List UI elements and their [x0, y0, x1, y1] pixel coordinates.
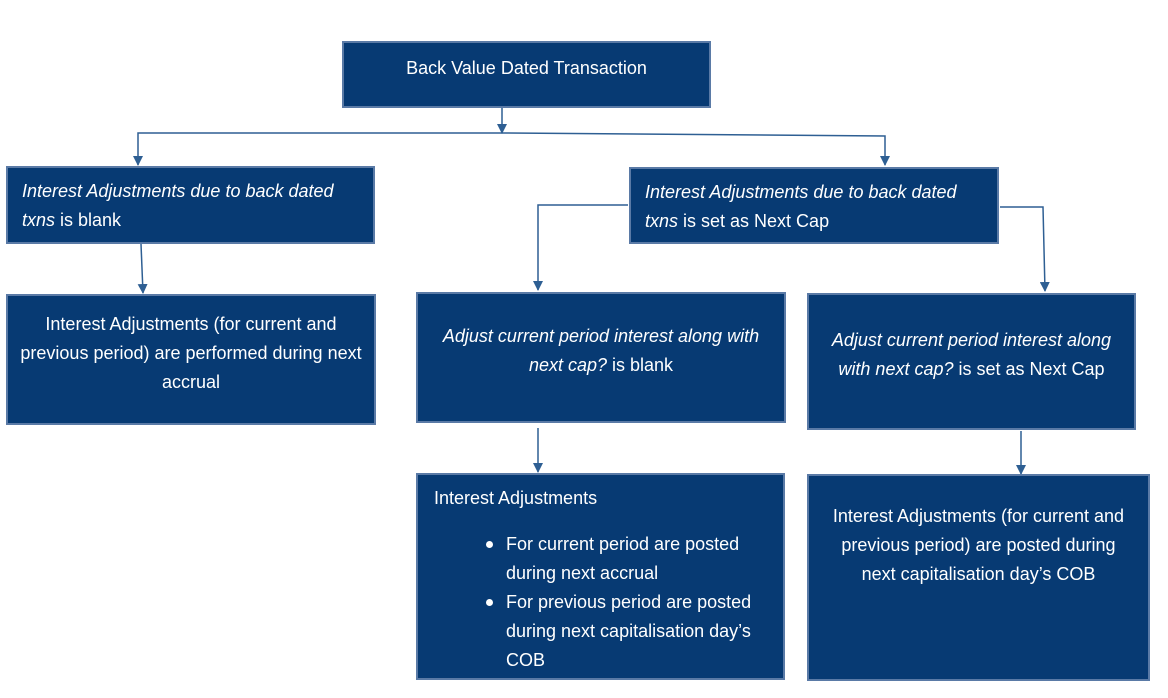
- node-interest-adj-blank: Interest Adjustments due to back dated t…: [6, 166, 375, 244]
- node-adjust-blank-field: Adjust current period interest along wit…: [442, 325, 760, 375]
- node-blank-suffix: is blank: [55, 210, 122, 230]
- arrow-to-nextcap-setting: [501, 132, 890, 166]
- list-item: For previous period are posted during ne…: [434, 588, 767, 675]
- node-blank-field: Interest Adjustments due to back dated t…: [22, 181, 334, 230]
- node-adjust-nextcap-result: Interest Adjustments (for current and pr…: [807, 474, 1150, 681]
- node-nextcap-field: Interest Adjustments due to back dated t…: [645, 182, 957, 231]
- node-adjust-blank-result-heading: Interest Adjustments: [434, 488, 598, 508]
- node-blank-result-text: Interest Adjustments (for current and pr…: [20, 314, 362, 392]
- node-adjust-blank-suffix: is blank: [607, 354, 674, 375]
- node-adjust-blank-label: Adjust current period interest along wit…: [436, 322, 766, 380]
- node-adjust-current-blank: Adjust current period interest along wit…: [416, 292, 786, 423]
- node-adjust-nextcap-suffix: is set as Next Cap: [953, 358, 1105, 379]
- node-nextcap-suffix: is set as Next Cap: [678, 211, 830, 231]
- node-blank-result: Interest Adjustments (for current and pr…: [6, 294, 376, 425]
- node-adjust-blank-result: Interest Adjustments For current period …: [416, 473, 785, 680]
- arrow-to-blank-setting: [133, 132, 502, 166]
- node-adjust-blank-result-list: For current period are posted during nex…: [434, 530, 767, 675]
- node-adjust-nextcap-result-text: Interest Adjustments (for current and pr…: [832, 506, 1125, 584]
- node-adjust-nextcap-label: Adjust current period interest along wit…: [829, 326, 1114, 384]
- node-interest-adj-next-cap: Interest Adjustments due to back dated t…: [629, 167, 999, 244]
- arrow-to-adjust-nextcap: [1000, 206, 1050, 292]
- arrow-to-adjust-blank: [533, 204, 628, 291]
- node-back-value-dated-transaction: Back Value Dated Transaction: [342, 41, 711, 108]
- node-adjust-nextcap-field: Adjust current period interest along wit…: [831, 329, 1112, 379]
- list-item: For current period are posted during nex…: [434, 530, 767, 588]
- node-adjust-current-next-cap: Adjust current period interest along wit…: [807, 293, 1136, 430]
- arrow-blank-setting-to-result: [137, 243, 148, 294]
- node-root-label: Back Value Dated Transaction: [406, 58, 647, 78]
